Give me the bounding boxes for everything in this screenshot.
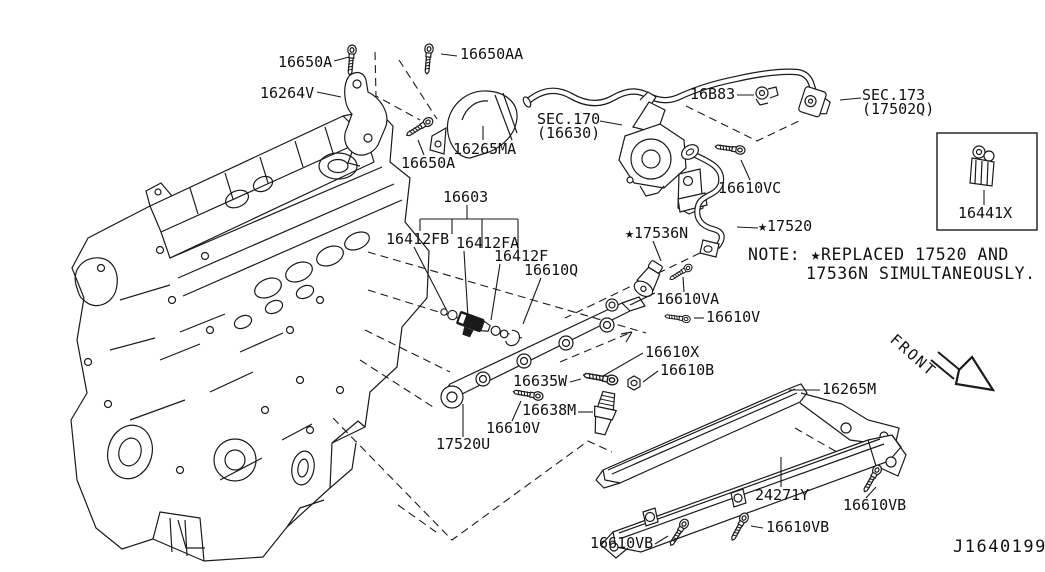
part-label-16610x: 16610X xyxy=(645,343,700,361)
dashed-arrowhead xyxy=(620,331,633,343)
diagram-id: J1640199 xyxy=(953,537,1045,557)
fasteners xyxy=(345,43,884,549)
part-label-17520u: 17520U xyxy=(436,435,491,453)
part-label-16650a-top: 16650A xyxy=(278,53,333,71)
sensor-16638m xyxy=(594,390,618,436)
fuel-rail xyxy=(440,292,656,409)
part-label-16412fb: 16412FB xyxy=(386,230,450,248)
part-label-17520: ★17520 xyxy=(758,217,813,235)
part-label-16610v-right: 16610V xyxy=(706,308,761,326)
part-label-sec173: SEC.173 (17502Q) xyxy=(862,86,935,118)
part-label-16603: 16603 xyxy=(443,188,489,206)
sensor-17536n xyxy=(633,260,663,298)
part-label-16650aa: 16650AA xyxy=(460,45,524,63)
part-label-16638m: 16638M xyxy=(522,401,577,419)
part-label-16264v: 16264V xyxy=(260,84,315,102)
front-arrow xyxy=(930,351,996,392)
leader-lines xyxy=(316,53,985,545)
part-label-16412f: 16412F xyxy=(494,247,549,265)
sec173-line1: SEC.173 xyxy=(862,86,926,104)
part-label-16b83: 16B83 xyxy=(690,85,736,103)
clamp-16441x-box xyxy=(936,132,1038,231)
sec170-line2: (16630) xyxy=(537,124,601,142)
connector-sec173 xyxy=(798,86,831,118)
sec170-line1: SEC.170 xyxy=(537,110,601,128)
part-label-16265ma: 16265MA xyxy=(453,140,517,158)
part-label-16412fa: 16412FA xyxy=(456,234,520,252)
bracket-16264v xyxy=(344,71,388,167)
part-label-24271y: 24271Y xyxy=(755,486,810,504)
part-label-16610b: 16610B xyxy=(660,361,715,379)
shield-16265ma xyxy=(429,90,518,159)
pump-sec170 xyxy=(618,91,697,197)
part-label-16610v-left: 16610V xyxy=(486,419,541,437)
pipe-17520 xyxy=(677,144,725,258)
part-label-16650a-mid: 16650A xyxy=(401,154,456,172)
part-label-sec170: SEC.170 (16630) xyxy=(537,110,601,142)
part-label-16610vb-left: 16610VB xyxy=(590,534,654,552)
part-label-16610vb-mid: 16610VB xyxy=(766,518,830,536)
part-label-16610va: 16610VA xyxy=(656,290,720,308)
sec173-line2: (17502Q) xyxy=(862,100,935,118)
note-line-1: NOTE: ★REPLACED 17520 AND xyxy=(748,245,1009,264)
part-label-16265m: 16265M xyxy=(822,380,877,398)
clip-16b83 xyxy=(755,86,779,106)
part-label-16610q: 16610Q xyxy=(524,261,579,279)
part-label-16610vc: 16610VC xyxy=(718,179,782,197)
part-label-16610vb-right: 16610VB xyxy=(843,496,907,514)
fuel-hose xyxy=(522,68,818,108)
part-label-16635w: 16635W xyxy=(513,372,568,390)
injector-assembly-16603 xyxy=(440,308,521,347)
part-label-17536n: ★17536N xyxy=(625,224,689,242)
note-line-2: 17536N SIMULTANEOUSLY. xyxy=(806,264,1036,283)
engine-line-art xyxy=(70,108,430,562)
part-label-16441x: 16441X xyxy=(958,204,1013,222)
